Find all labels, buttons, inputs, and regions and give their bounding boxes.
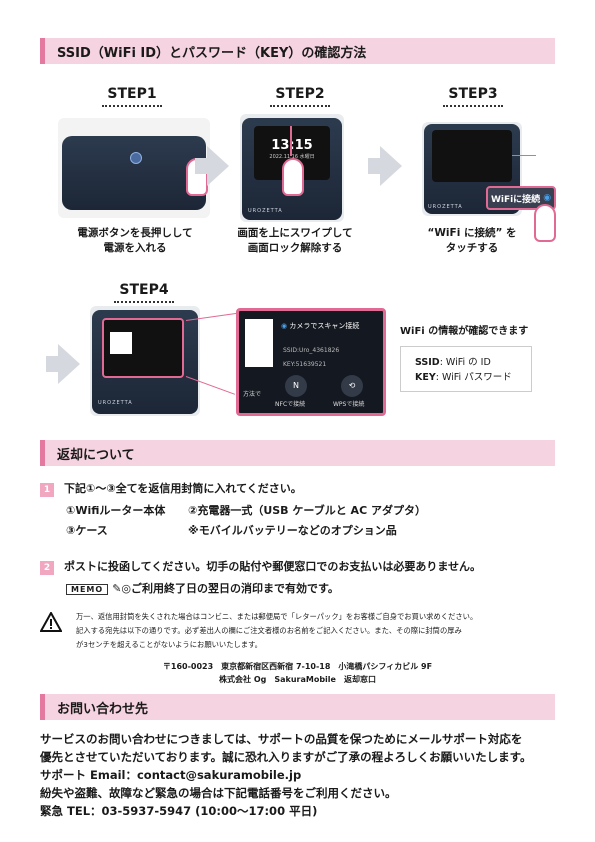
return-item-1-row2a: ③ケース	[66, 524, 108, 537]
pencil-icon: ✎	[112, 582, 122, 595]
arrow-right-icon	[195, 158, 209, 174]
device-brand-text: UROZETTA	[98, 400, 133, 406]
return-section-header: 返却について	[40, 440, 555, 466]
wps-icon[interactable]: ⟲	[341, 375, 363, 397]
step1-caption: 電源ボタンを長押しして 電源を入れる	[77, 227, 193, 254]
step1-label: STEP1	[72, 86, 192, 107]
warning-text: 万一、返信用封筒を失くされた場合はコンビニ、または郵便局で「レターパック」をお客…	[76, 612, 478, 649]
hand-tap-icon	[534, 204, 556, 242]
step1-photo	[58, 118, 210, 218]
step4-zoom-screen: ◉ カメラでスキャン接続 SSID:Uro_4361826 KEY:516395…	[236, 308, 386, 416]
device-brand-text: UROZETTA	[428, 204, 463, 210]
return-item-1-row1a: ①Wifiルーター本体	[66, 504, 166, 517]
method-label: 方法で	[243, 391, 262, 398]
wifi-icon: ◉	[543, 193, 552, 203]
ssid-section-title: SSID（WiFi ID）とパスワード（KEY）の確認方法	[57, 45, 367, 61]
arrow-right-icon	[207, 146, 229, 186]
arrow-right-icon	[46, 356, 60, 372]
arrow-right-icon	[368, 158, 382, 174]
memo-label: MEMO	[66, 584, 109, 595]
step2-photo: 13:15 2022.11.16 水曜日 UROZETTA	[240, 114, 344, 222]
step3-label: STEP3	[413, 86, 533, 107]
return-address: 〒160-0023 東京都新宿区西新宿 7-10-18 小滝橋パシフィカビル 9…	[162, 662, 433, 684]
wps-label: WPSで接続	[333, 401, 365, 408]
contact-section-title: お問い合わせ先	[57, 701, 149, 717]
step2-label: STEP2	[240, 86, 360, 107]
arrow-right-icon	[380, 146, 402, 186]
qr-code-large-icon	[245, 319, 273, 367]
arrow-right-icon	[58, 344, 80, 384]
hand-swipe-icon	[282, 158, 304, 196]
warning-icon	[39, 610, 63, 632]
step2-caption: 画面を上にスワイプして 画面ロック解除する	[237, 227, 353, 254]
step3-caption: “WiFi に接続” を タッチする	[427, 227, 517, 254]
swipe-up-arrow-icon	[290, 126, 292, 156]
step4-photo: UROZETTA	[90, 306, 200, 416]
scan-connect-label: ◉ カメラでスキャン接続	[281, 322, 360, 330]
lockscreen-date: 2022.11.16 水曜日	[269, 154, 315, 160]
return-item-1-row1b: ②充電器一式（USB ケーブルと AC アダプタ）	[188, 504, 426, 517]
wifi-icon: ◉	[281, 322, 288, 330]
wifi-info-box: SSID: WiFi の ID KEY: WiFi パスワード	[400, 346, 532, 392]
contact-text: サービスのお問い合わせにつきましては、サポートの品質を保つためにメールサポート対…	[40, 732, 532, 818]
ssid-line: SSID:Uro_4361826	[283, 347, 340, 354]
step4-label: STEP4	[84, 282, 204, 303]
return-section-title: 返却について	[57, 447, 135, 463]
return-item-1-row2b: ※モバイルバッテリーなどのオプション品	[188, 524, 397, 537]
nfc-icon[interactable]: N	[285, 375, 307, 397]
ssid-section-header: SSID（WiFi ID）とパスワード（KEY）の確認方法	[40, 38, 555, 64]
nfc-label: NFCで接続	[275, 401, 306, 408]
qr-code-icon	[110, 332, 132, 354]
emergency-phone[interactable]: 緊急 TEL：03-5937-5947 (10:00～17:00 平日)	[40, 804, 318, 818]
device-brand-text: UROZETTA	[248, 208, 283, 214]
lockscreen-time: 13:15	[254, 138, 330, 153]
memo-line: MEMO✎◎ご利用終了日の翌日の消印まで有効です。	[66, 580, 339, 596]
wifi-info-heading: WiFi の情報が確認できます	[400, 326, 529, 337]
support-email[interactable]: サポート Email：contact@sakuramobile.jp	[40, 768, 302, 782]
contact-section-header: お問い合わせ先	[40, 694, 555, 720]
key-line: KEY:51639521	[283, 361, 327, 368]
power-button-icon	[130, 152, 142, 164]
